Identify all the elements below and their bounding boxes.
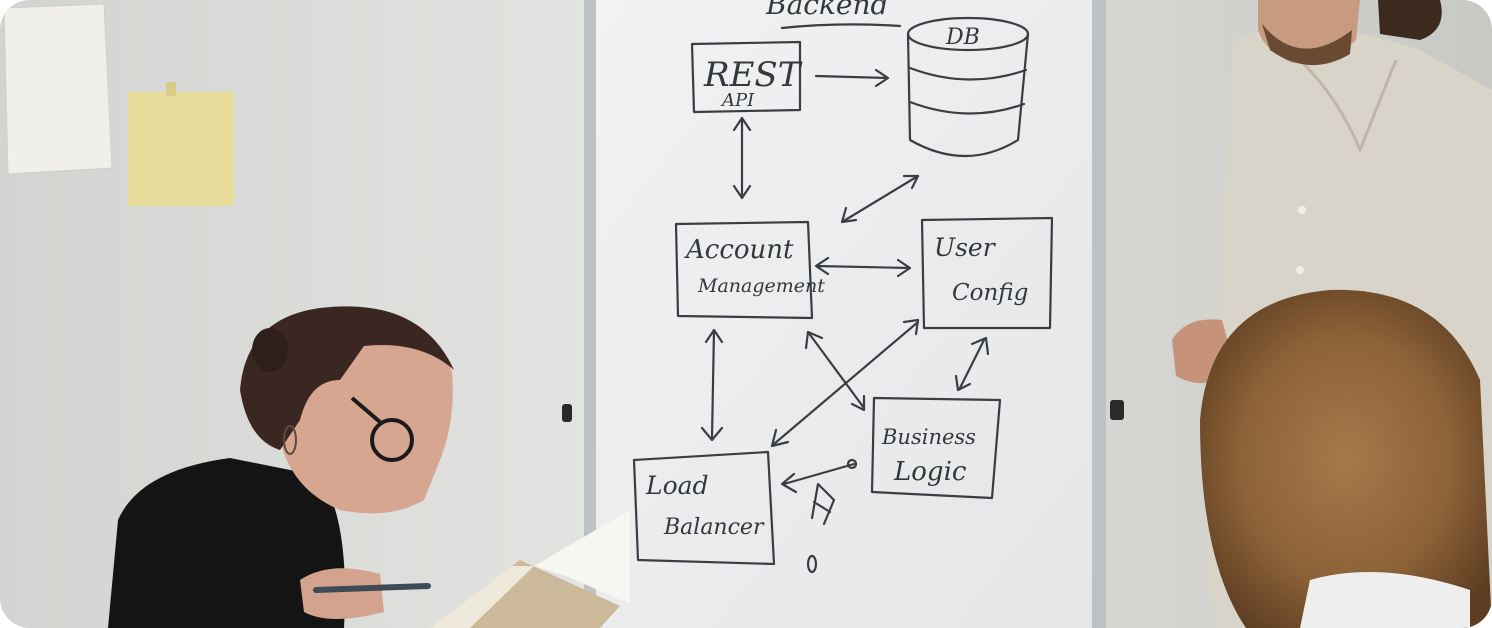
arrow-rest-to-db — [814, 68, 890, 88]
pinned-paper — [3, 3, 113, 175]
node-rest-api: REST API — [690, 40, 803, 114]
node-account-management: Account Management — [674, 220, 825, 320]
arrow-user-business — [954, 336, 990, 392]
notebook — [430, 510, 630, 628]
woman-curly-hair — [1200, 289, 1492, 628]
doodle — [810, 482, 836, 526]
business-line1: Business — [881, 425, 976, 449]
rest-api-line2: API — [720, 90, 755, 111]
account-line1: Account — [684, 235, 794, 265]
rest-api-line1: REST — [703, 55, 803, 95]
user-config-line2: Config — [952, 280, 1028, 306]
diagram-heading: Backend — [765, 0, 888, 21]
load-balancer-line1: Load — [645, 471, 709, 500]
doodle-dot — [806, 554, 818, 574]
marker-pen — [313, 583, 431, 593]
arrow-account-load — [700, 328, 724, 442]
load-balancer-line2: Balancer — [663, 515, 765, 540]
arrow-business-load — [780, 462, 856, 494]
node-business-logic: Business Logic — [870, 396, 1002, 500]
tape — [166, 82, 176, 96]
heading-underline — [780, 23, 902, 30]
node-user-config: User Config — [920, 216, 1054, 330]
user-config-line1: User — [934, 233, 997, 262]
arrow-account-business — [804, 330, 866, 412]
node-load-balancer: Load Balancer — [632, 450, 776, 566]
sticky-note — [128, 92, 234, 206]
arrow-user-load — [770, 318, 920, 448]
node-db: DB — [906, 16, 1030, 157]
board-clip-right — [1110, 400, 1124, 420]
business-line2: Logic — [893, 457, 967, 487]
db-label: DB — [945, 25, 980, 50]
arrow-account-db — [840, 174, 920, 224]
arrow-rest-account — [732, 116, 752, 200]
woman-seated — [108, 306, 454, 628]
diagram-arrows — [700, 68, 990, 574]
account-line2: Management — [697, 275, 825, 297]
arrow-account-user — [814, 256, 912, 278]
board-clip-left — [562, 404, 572, 422]
